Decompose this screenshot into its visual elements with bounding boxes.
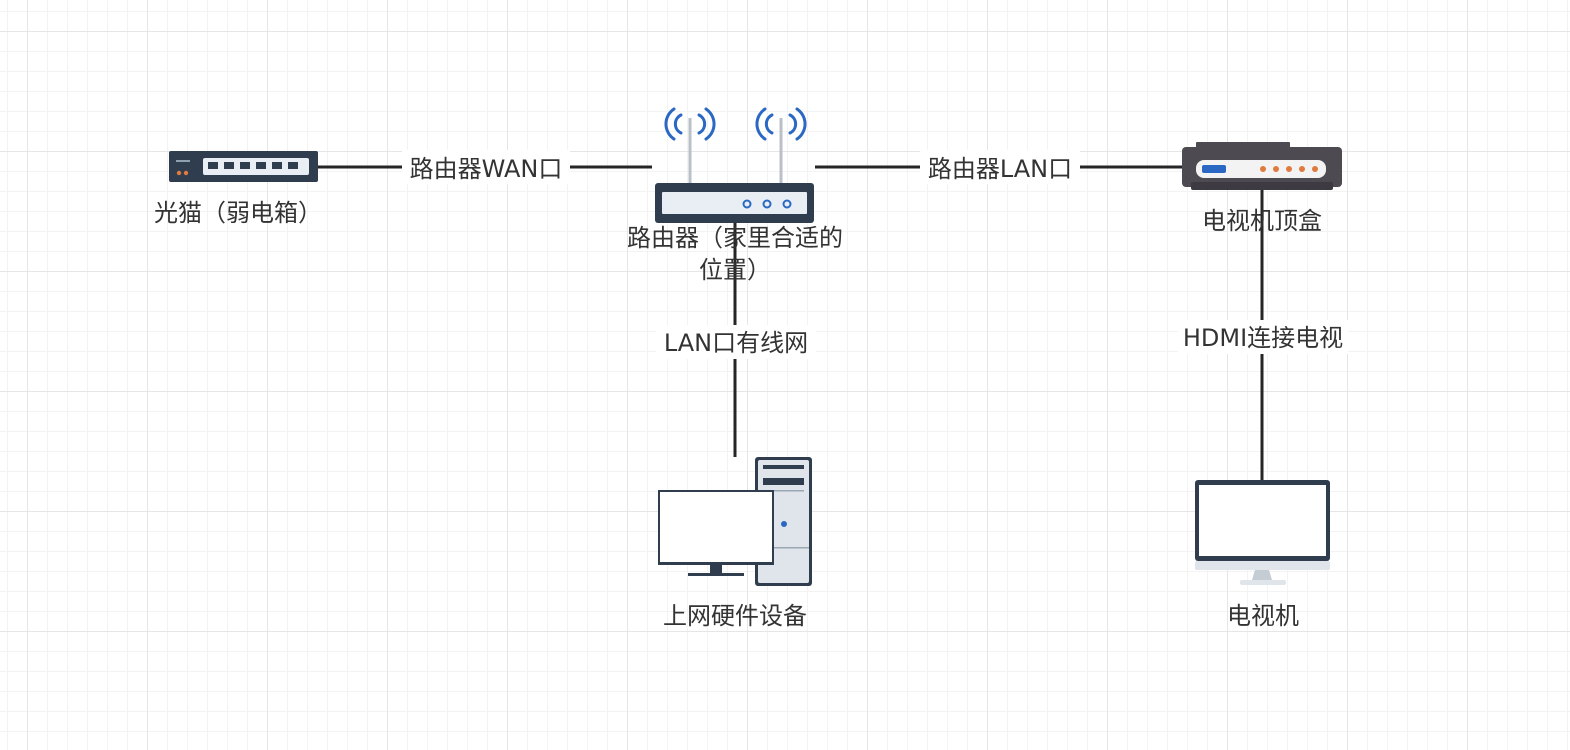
edge-router-pc: LAN口有线网 bbox=[656, 222, 816, 457]
wifi-router-icon bbox=[655, 107, 814, 223]
pc-node[interactable]: 上网硬件设备 bbox=[658, 457, 812, 630]
modem-node[interactable]: 光猫（弱电箱） bbox=[154, 151, 322, 227]
router-node[interactable]: 路由器（家里合适的 位置） bbox=[627, 107, 843, 284]
pc-label: 上网硬件设备 bbox=[663, 602, 807, 630]
desktop-computer-icon bbox=[658, 457, 812, 586]
set-top-box-icon bbox=[1182, 142, 1342, 190]
edge-label-wired: LAN口有线网 bbox=[664, 329, 808, 357]
edge-router-settop: 路由器LAN口 bbox=[815, 150, 1182, 184]
tv-node[interactable]: 电视机 bbox=[1195, 480, 1330, 630]
edge-settop-tv: HDMI连接电视 bbox=[1178, 188, 1348, 482]
settop-node[interactable]: 电视机顶盒 bbox=[1182, 142, 1342, 235]
tv-label: 电视机 bbox=[1227, 602, 1299, 630]
settop-label: 电视机顶盒 bbox=[1202, 207, 1322, 235]
edge-label-wan: 路由器WAN口 bbox=[410, 155, 563, 183]
edge-label-lan: 路由器LAN口 bbox=[928, 155, 1072, 183]
edge-label-hdmi: HDMI连接电视 bbox=[1183, 324, 1343, 352]
router-label-line1: 路由器（家里合适的 bbox=[627, 224, 843, 252]
modem-label: 光猫（弱电箱） bbox=[154, 199, 322, 227]
router-label-line2: 位置） bbox=[699, 256, 771, 284]
monitor-icon bbox=[1195, 480, 1330, 585]
edge-modem-router: 路由器WAN口 bbox=[318, 150, 652, 184]
network-switch-icon bbox=[169, 151, 318, 182]
